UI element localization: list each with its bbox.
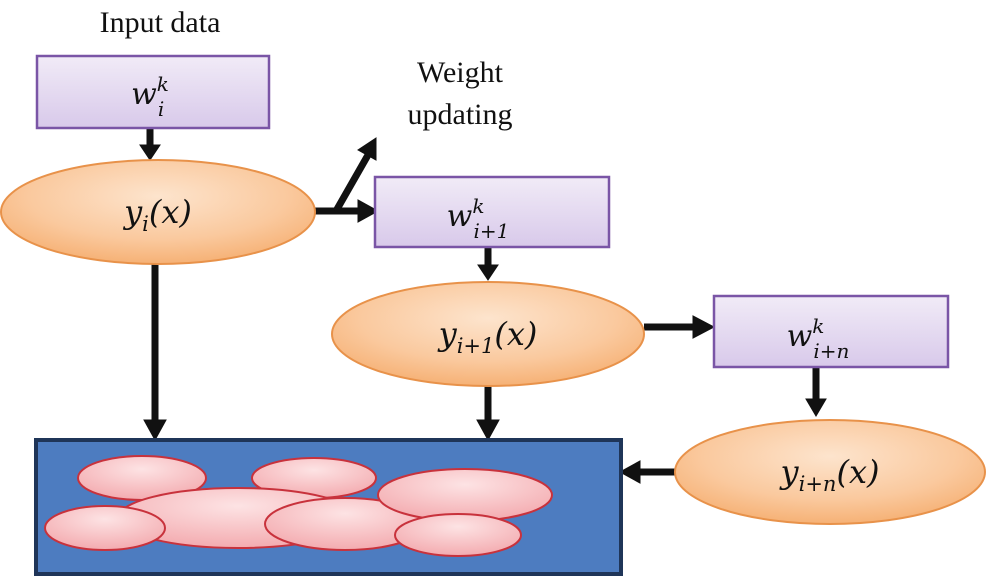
weight-in-superscript: k <box>812 314 824 338</box>
arrow-weight-updating <box>332 137 377 213</box>
arrow-output-i1-to-weight-in <box>644 315 716 339</box>
weight-i-base: w <box>131 77 157 112</box>
output-i1-base: y <box>437 315 458 353</box>
input-data-label: Input data <box>100 6 221 39</box>
output-ellipse-i: yi(x) <box>0 159 316 265</box>
arrow-weight-i1-to-output-i1 <box>477 247 499 281</box>
weight-i1-superscript: k <box>472 194 484 218</box>
weight-i1-base: w <box>447 199 473 234</box>
output-ellipse-i-plus-n: yi+n(x) <box>674 419 986 525</box>
output-i-argument: (x) <box>149 193 192 231</box>
weight-i1-subscript: i+1 <box>473 219 509 243</box>
output-ellipse-i-plus-1: yi+1(x) <box>331 281 645 387</box>
svg-text:wki: wki <box>131 72 169 121</box>
weight-in-base: w <box>787 319 813 354</box>
arrow-weight-in-to-output-in <box>805 367 827 417</box>
weight-updating-label-line2: updating <box>408 98 513 131</box>
weight-i-subscript: i <box>158 97 164 121</box>
output-in-argument: (x) <box>836 453 879 491</box>
svg-text:yi+n(x): yi+n(x) <box>779 453 880 496</box>
weight-i-superscript: k <box>157 72 169 96</box>
output-i1-subscript: i+1 <box>457 334 495 358</box>
arrow-output-i1-to-ensemble <box>476 386 500 442</box>
cluster-ellipse-4 <box>44 505 166 551</box>
cluster-ellipse-7 <box>394 513 522 557</box>
arrow-output-i-to-weight-i1 <box>315 199 380 223</box>
output-in-subscript: i+n <box>799 472 837 496</box>
weight-in-subscript: i+n <box>813 339 849 363</box>
weight-updating-label-line1: Weight <box>417 56 504 89</box>
ensemble-box <box>34 438 623 576</box>
arrow-output-i-to-ensemble <box>143 264 167 442</box>
output-i1-argument: (x) <box>494 315 537 353</box>
svg-text:wki+1: wki+1 <box>447 194 510 243</box>
output-i-base: y <box>122 193 143 231</box>
svg-text:yi+1(x): yi+1(x) <box>437 315 538 358</box>
output-i-subscript: i <box>142 212 149 236</box>
svg-text:yi(x): yi(x) <box>122 193 192 236</box>
svg-text:wki+n: wki+n <box>787 314 850 363</box>
arrow-output-in-to-ensemble <box>618 460 675 484</box>
cluster-ellipses <box>44 455 553 557</box>
arrow-weight-i-to-output-i <box>139 129 161 161</box>
arrows <box>139 129 827 484</box>
output-in-base: y <box>779 453 800 491</box>
